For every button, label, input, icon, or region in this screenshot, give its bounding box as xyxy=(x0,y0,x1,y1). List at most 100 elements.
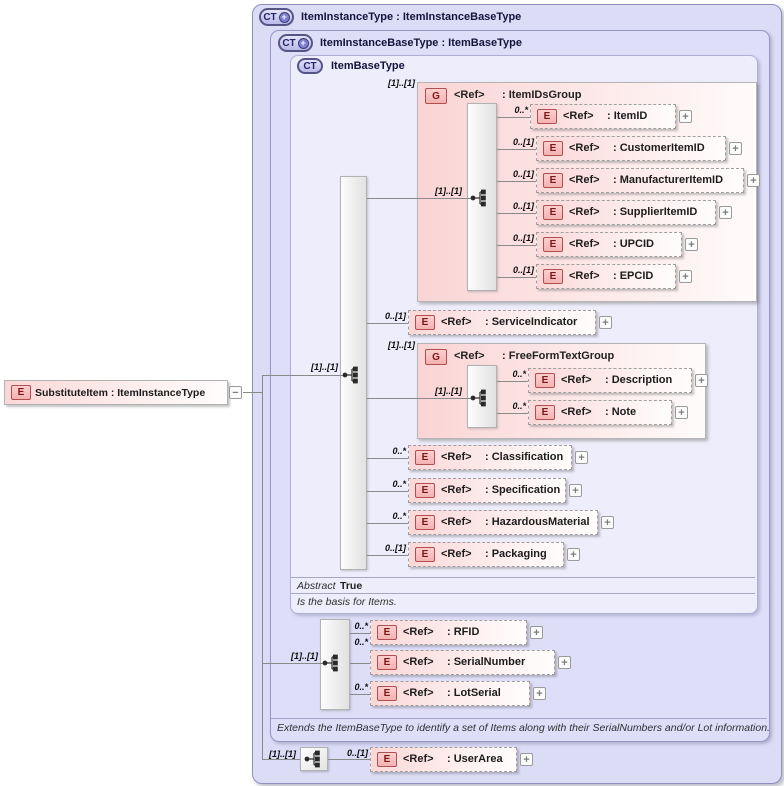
element-ref: <Ref> xyxy=(563,110,594,122)
element-row-description[interactable]: E<Ref>: Description xyxy=(528,368,692,393)
expand-icon[interactable]: + xyxy=(575,451,588,464)
element-name: : Classification xyxy=(485,451,564,463)
ct-badge-label: CT xyxy=(303,60,317,72)
connector-line xyxy=(497,117,530,118)
complextype-title: ItemInstanceType : ItemInstanceBaseType xyxy=(301,11,522,23)
cardinality-label: 0..* xyxy=(392,511,406,521)
connector-line xyxy=(497,181,536,182)
element-badge: E xyxy=(535,405,555,420)
divider xyxy=(291,593,755,594)
expand-icon[interactable]: + xyxy=(719,206,732,219)
expand-icon[interactable]: + xyxy=(567,548,580,561)
element-name: : Description xyxy=(605,374,673,386)
expand-icon[interactable]: + xyxy=(533,687,546,700)
expand-icon[interactable]: + xyxy=(747,174,760,187)
element-row-lotserial[interactable]: E<Ref>: LotSerial xyxy=(370,681,530,706)
connector-line xyxy=(367,323,408,324)
cardinality-label: 0..* xyxy=(514,105,528,115)
sequence-icon[interactable] xyxy=(322,654,342,672)
iteminstancebasetype-annotation: Extends the ItemBaseType to identify a s… xyxy=(277,722,770,734)
element-name: : CustomerItemID xyxy=(613,142,705,154)
element-badge: E xyxy=(543,173,563,188)
cardinality-label: [1]..[1] xyxy=(388,340,415,350)
element-name: : UPCID xyxy=(613,238,654,250)
divider xyxy=(291,577,755,578)
element-ref: <Ref> xyxy=(569,174,600,186)
element-badge: E xyxy=(543,237,563,252)
connector-line xyxy=(367,491,408,492)
connector-line xyxy=(350,694,370,695)
element-row-packaging[interactable]: E<Ref>: Packaging xyxy=(408,542,564,567)
element-ref: <Ref> xyxy=(441,451,472,463)
element-row-epcid[interactable]: E<Ref>: EPCID xyxy=(536,264,676,289)
expand-icon[interactable]: + xyxy=(679,110,692,123)
element-name: : Packaging xyxy=(485,548,547,560)
element-row-upcid[interactable]: E<Ref>: UPCID xyxy=(536,232,682,257)
expand-icon[interactable]: + xyxy=(530,626,543,639)
element-name: : EPCID xyxy=(613,270,654,282)
element-row-classification[interactable]: E <Ref> : Classification xyxy=(408,445,572,470)
expand-icon[interactable]: + xyxy=(601,516,614,529)
element-name: : SupplierItemID xyxy=(613,206,698,218)
cardinality-label: 0..[1] xyxy=(512,265,534,275)
element-row-specification[interactable]: E<Ref>: Specification xyxy=(408,478,566,503)
element-name: : ManufacturerItemID xyxy=(613,174,724,186)
cardinality-label: 0..* xyxy=(354,621,368,631)
connector-line xyxy=(328,759,370,760)
expand-icon[interactable]: + xyxy=(599,316,612,329)
sequence-icon[interactable] xyxy=(470,189,490,207)
element-badge: E xyxy=(377,752,397,767)
element-name: SubstituteItem : ItemInstanceType xyxy=(35,387,206,399)
element-badge: E xyxy=(543,269,563,284)
element-name: : HazardousMaterial xyxy=(485,516,590,528)
element-row-hazardousmaterial[interactable]: E<Ref>: HazardousMaterial xyxy=(408,510,598,535)
element-row-serialnumber[interactable]: E<Ref>: SerialNumber xyxy=(370,650,555,675)
element-badge: E xyxy=(377,625,397,640)
element-ref: <Ref> xyxy=(441,548,472,560)
abstract-label: Abstract xyxy=(297,580,336,592)
connector-trunk xyxy=(262,375,263,760)
sequence-icon[interactable] xyxy=(470,389,490,407)
itembasetype-annotation: Is the basis for Items. xyxy=(297,596,397,608)
element-name: : UserArea xyxy=(447,753,503,765)
connector-line xyxy=(367,398,472,399)
expand-icon[interactable]: + xyxy=(520,753,533,766)
group-badge: G xyxy=(425,349,447,365)
expand-icon[interactable]: + xyxy=(558,656,571,669)
connector-line xyxy=(497,381,528,382)
expand-icon[interactable]: + xyxy=(569,484,582,497)
element-row-manufactureritemid[interactable]: E <Ref> : ManufacturerItemID xyxy=(536,168,744,193)
element-ref: <Ref> xyxy=(561,406,592,418)
element-badge: E xyxy=(11,385,31,400)
element-row-substituteitem[interactable]: E SubstituteItem : ItemInstanceType xyxy=(4,380,228,405)
cardinality-label: [1]..[1] xyxy=(435,386,462,396)
expand-icon[interactable]: + xyxy=(679,270,692,283)
group-ref: <Ref> xyxy=(454,350,485,362)
element-name: : ItemID xyxy=(607,110,648,122)
sequence-icon[interactable] xyxy=(304,750,324,768)
cardinality-label: 0..[1] xyxy=(512,201,534,211)
expand-icon[interactable]: + xyxy=(695,374,708,387)
expand-icon[interactable]: + xyxy=(729,142,742,155)
cardinality-label: 0..[1] xyxy=(512,169,534,179)
element-ref: <Ref> xyxy=(441,484,472,496)
expand-icon[interactable]: + xyxy=(675,406,688,419)
expand-icon[interactable]: + xyxy=(685,238,698,251)
element-ref: <Ref> xyxy=(403,687,434,699)
element-row-rfid[interactable]: E<Ref>: RFID xyxy=(370,620,527,645)
element-row-serviceindicator[interactable]: E<Ref>: ServiceIndicator xyxy=(408,310,596,335)
sequence-icon[interactable] xyxy=(342,366,362,384)
connector-line xyxy=(262,663,324,664)
element-row-note[interactable]: E<Ref>: Note xyxy=(528,400,672,425)
element-row-supplieritemid[interactable]: E<Ref>: SupplierItemID xyxy=(536,200,716,225)
element-row-userarea[interactable]: E<Ref>: UserArea xyxy=(370,747,517,772)
connector-line xyxy=(497,245,536,246)
element-badge: E xyxy=(535,373,555,388)
element-row-customeritemid[interactable]: E<Ref>: CustomerItemID xyxy=(536,136,726,161)
cardinality-label: [1]..[1] xyxy=(388,78,415,88)
connector-line xyxy=(367,458,408,459)
collapse-icon[interactable]: − xyxy=(229,386,242,399)
element-row-itemid[interactable]: E<Ref>: ItemID xyxy=(530,104,676,129)
element-badge: E xyxy=(415,450,435,465)
